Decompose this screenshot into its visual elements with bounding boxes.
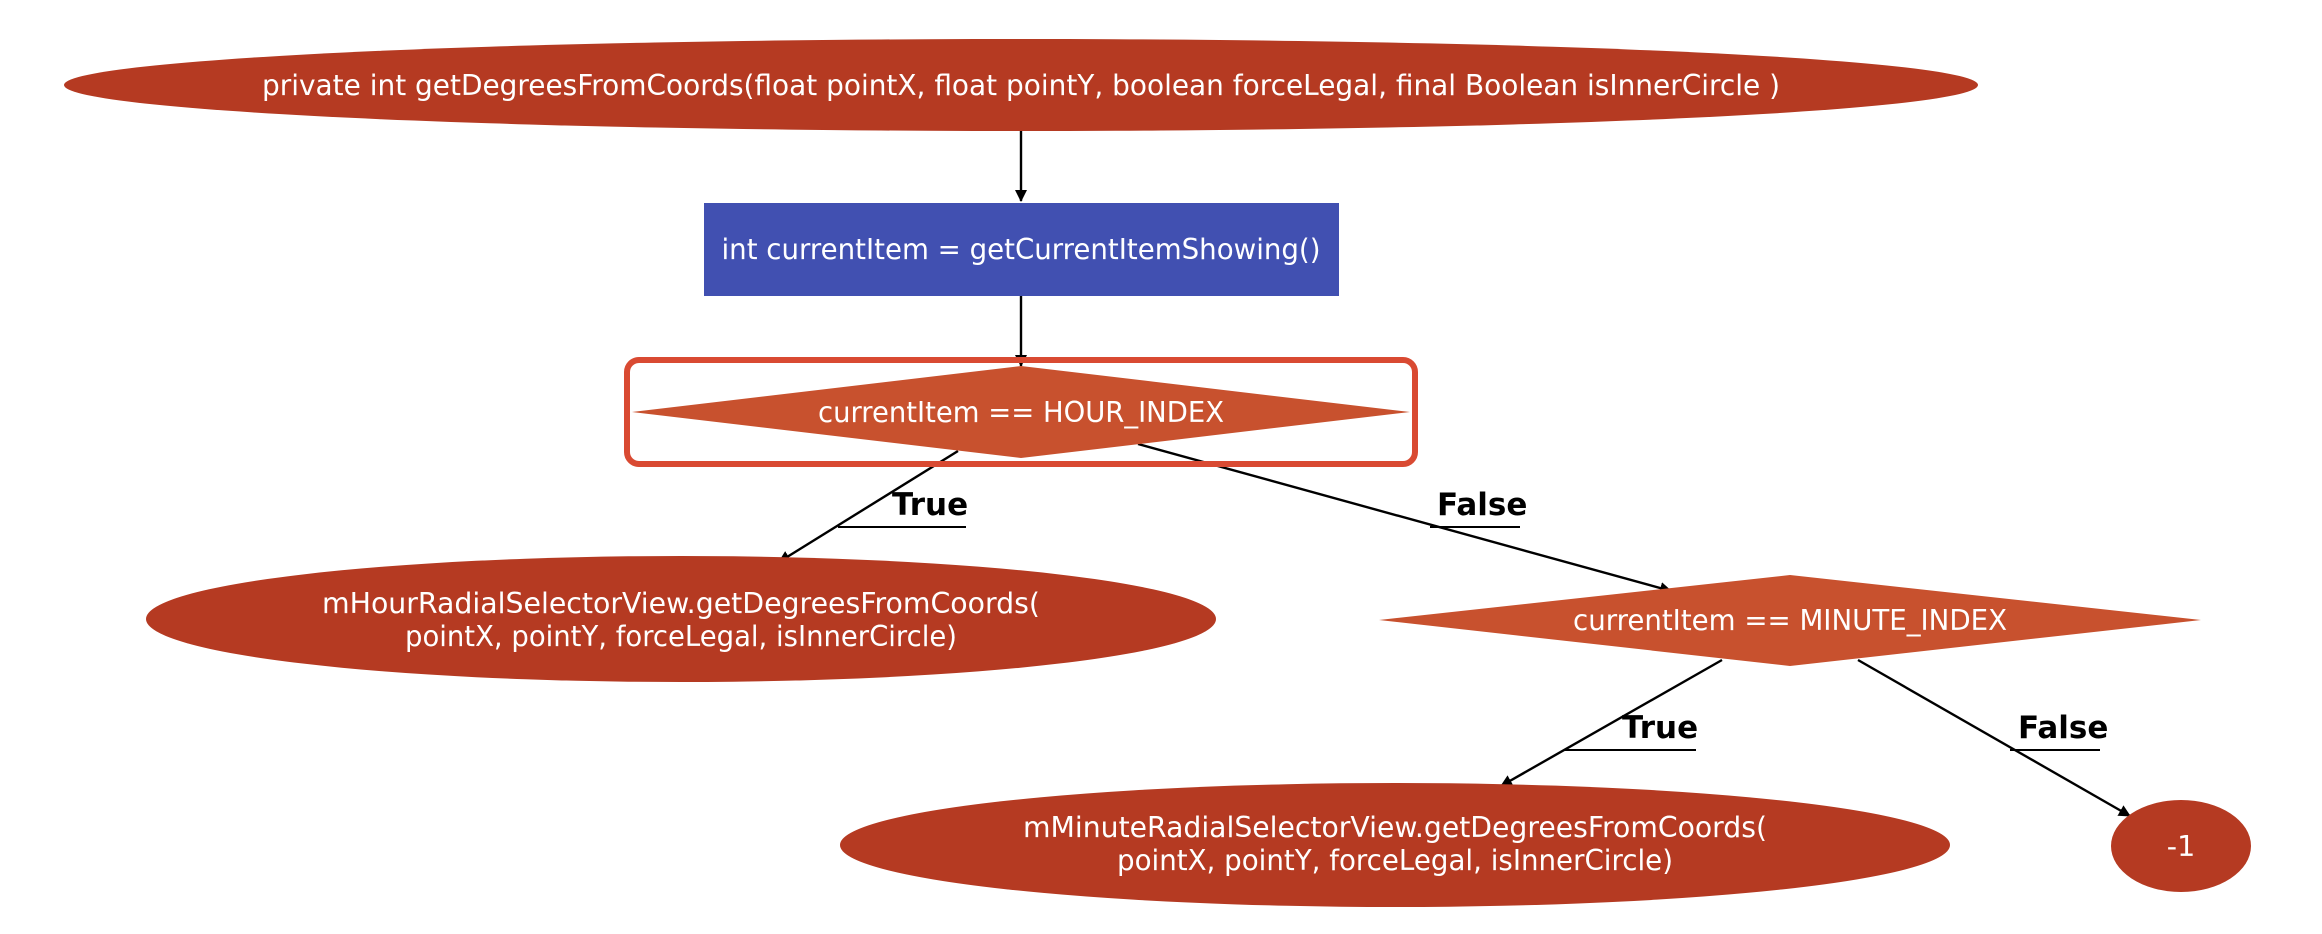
node-minute-check: currentItem == MINUTE_INDEX: [1379, 575, 2201, 666]
edges: [778, 131, 2131, 818]
edge-label-hour-true: True: [892, 487, 968, 523]
highlight-box: [624, 357, 1418, 467]
node-hour-check-shape: [632, 366, 1410, 458]
node-hour-call-label-line-1: mHourRadialSelectorView.getDegreesFromCo…: [322, 587, 1040, 620]
node-minute-call-label-line-2: pointX, pointY, forceLegal, isInnerCircl…: [1117, 844, 1673, 877]
node-hour-call: mHourRadialSelectorView.getDegreesFromCo…: [146, 556, 1216, 682]
edge-labels: True False True False: [838, 487, 2108, 751]
edge-label-minute-true: True: [1622, 710, 1698, 746]
node-hour-check-label: currentItem == HOUR_INDEX: [818, 396, 1224, 429]
node-assign-current-item-label: int currentItem = getCurrentItemShowing(…: [722, 233, 1321, 266]
node-minute-call-shape: [840, 783, 1950, 907]
edge-label-minute-false: False: [2018, 710, 2108, 746]
node-hour-check: currentItem == HOUR_INDEX: [624, 357, 1418, 467]
edge-hour-check-false: [1137, 442, 1672, 594]
node-signature-label: private int getDegreesFromCoords(float p…: [262, 69, 1780, 102]
node-assign-current-item: int currentItem = getCurrentItemShowing(…: [704, 203, 1339, 296]
edge-minute-check-true: [1500, 658, 1723, 788]
node-signature: private int getDegreesFromCoords(float p…: [64, 39, 1978, 131]
edge-hour-check-true: [778, 449, 959, 564]
node-minute-call-label-line-1: mMinuteRadialSelectorView.getDegreesFrom…: [1023, 811, 1767, 844]
node-minute-check-shape: [1379, 575, 2201, 666]
node-signature-shape: [64, 39, 1978, 131]
node-hour-call-label-line-2: pointX, pointY, forceLegal, isInnerCircl…: [405, 620, 957, 653]
edge-minute-check-false: [1857, 658, 2131, 818]
node-return-negative: -1: [2111, 800, 2251, 892]
node-minute-check-label: currentItem == MINUTE_INDEX: [1573, 604, 2007, 637]
node-assign-current-item-shape: [704, 203, 1339, 296]
node-minute-call: mMinuteRadialSelectorView.getDegreesFrom…: [840, 783, 1950, 907]
node-return-negative-label: -1: [2167, 830, 2195, 863]
node-hour-call-shape: [146, 556, 1216, 682]
node-return-negative-shape: [2111, 800, 2251, 892]
edge-label-hour-false: False: [1437, 487, 1527, 523]
